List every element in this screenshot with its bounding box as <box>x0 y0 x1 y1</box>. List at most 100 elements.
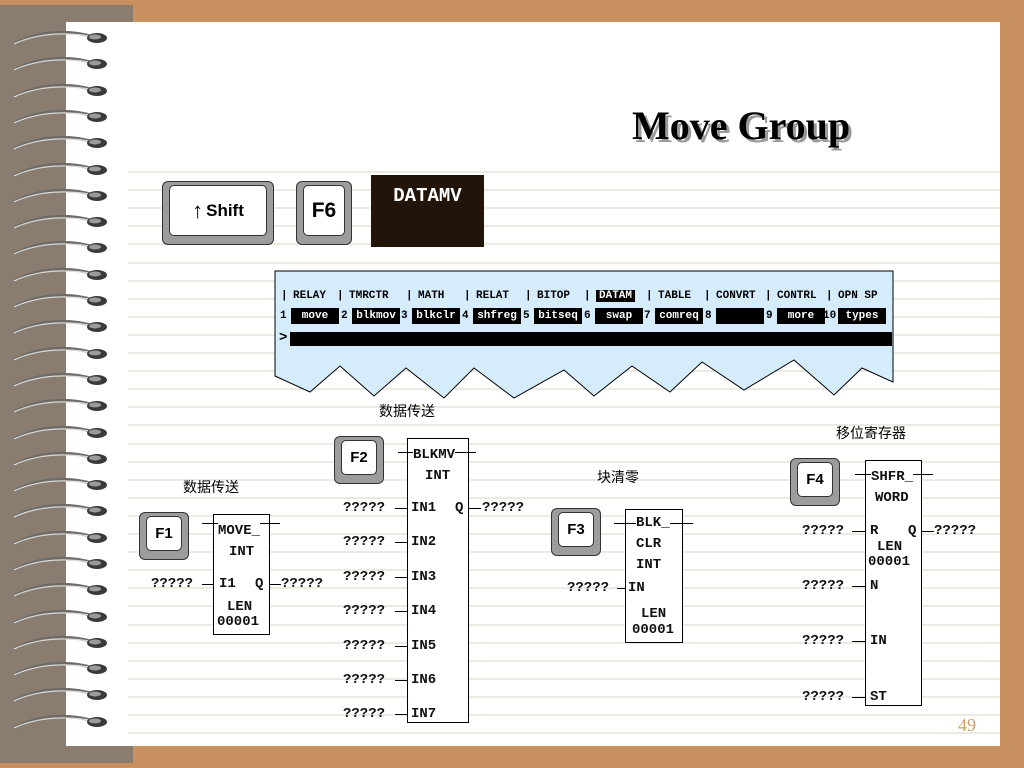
blkmv-input-label: IN7 <box>411 706 437 723</box>
blkclr-len-label: LEN <box>641 606 667 622</box>
menu-item-table[interactable]: TABLE <box>658 290 692 302</box>
blkmv-input-value: ????? <box>343 637 386 654</box>
softkey-bitseq[interactable]: bitseq <box>534 308 582 324</box>
blkmv-input-wire <box>395 542 407 544</box>
blkmv-input-label: IN1 <box>411 500 437 516</box>
shfr-type: WORD <box>875 490 909 506</box>
blkmv-output-label: Q <box>455 500 464 516</box>
blkmv-output-wire <box>469 508 481 509</box>
blkmv-input-label: IN4 <box>411 603 437 620</box>
blkmv-input-value: ????? <box>343 500 386 516</box>
move-input-wire <box>202 584 213 585</box>
softkey-number: 7 <box>644 310 651 322</box>
shift-key[interactable]: ↑ Shift <box>162 181 274 245</box>
move-name: MOVE_ <box>218 523 261 539</box>
shfr-len-value: 00001 <box>868 554 911 570</box>
f3-key-label: F3 <box>558 512 594 547</box>
shfr-output-value: ????? <box>934 523 977 539</box>
menu-item-datam[interactable]: DATAM <box>596 290 636 302</box>
shfr-in-wire <box>852 641 865 642</box>
blkmv-input-wire <box>395 714 407 716</box>
blkmv-input-value: ????? <box>343 603 386 620</box>
f1-key[interactable]: F1 <box>139 512 189 560</box>
blkmv-input-label: IN6 <box>411 672 437 688</box>
move-len-value: 00001 <box>217 614 260 630</box>
menu-item-relat[interactable]: RELAT <box>476 290 510 302</box>
f2-key[interactable]: F2 <box>334 436 384 484</box>
softkey-more[interactable]: more <box>777 308 825 324</box>
blkmv-input-value: ????? <box>343 568 386 585</box>
menu-prompt: > <box>279 330 288 346</box>
move-len-label: LEN <box>227 599 253 615</box>
menu-item-bitop[interactable]: BITOP <box>537 290 571 302</box>
label-data-transfer-top: 数据传送 <box>379 404 435 420</box>
shfr-r-wire <box>852 531 865 532</box>
shfr-st-value: ????? <box>802 689 845 705</box>
shfr-r-label: R <box>870 523 879 539</box>
shfr-name: SHFR_ <box>871 469 914 485</box>
move-output-value: ????? <box>281 576 324 592</box>
move-output-wire <box>270 584 281 585</box>
menu-separator: | <box>337 290 344 302</box>
shfr-len-label: LEN <box>877 539 903 555</box>
menu-item-convrt[interactable]: CONVRT <box>716 290 756 302</box>
datamv-label: DATAMV <box>371 175 484 247</box>
menu-separator: | <box>704 290 711 302</box>
blkclr-name-line2: CLR <box>636 536 662 552</box>
slide-title: Move Group <box>632 103 851 148</box>
blkmv-input-wire <box>395 680 407 681</box>
command-line[interactable] <box>290 332 892 346</box>
page-number: 49 <box>958 715 976 735</box>
f4-key[interactable]: F4 <box>790 458 840 506</box>
menu-item-math[interactable]: MATH <box>418 290 445 302</box>
softkey-number: 1 <box>280 310 287 322</box>
softkey-move[interactable]: move <box>291 308 339 324</box>
blkmv-input-value: ????? <box>343 706 386 723</box>
softkey-number: 9 <box>766 310 773 322</box>
shfr-function-block <box>865 460 922 706</box>
menu-separator: | <box>765 290 772 302</box>
menu-item-contrl[interactable]: CONTRL <box>777 290 817 302</box>
softkey-blank[interactable] <box>716 308 764 324</box>
move-input-value: ????? <box>151 576 194 592</box>
spiral-binding <box>13 30 107 730</box>
softkey-blkclr[interactable]: blkclr <box>412 308 460 324</box>
blkmv-input-wire <box>395 611 407 613</box>
blkclr-input-value: ????? <box>567 580 610 596</box>
label-data-transfer-left: 数据传送 <box>183 480 239 496</box>
softkey-number: 4 <box>462 310 469 322</box>
blkmv-type: INT <box>425 468 451 484</box>
shfr-n-label: N <box>870 578 879 594</box>
menu-separator: | <box>826 290 833 302</box>
blkclr-input-label: IN <box>628 580 645 596</box>
blkmv-input-wire <box>395 576 407 578</box>
blkclr-len-value: 00001 <box>632 622 675 638</box>
label-block-clear: 块清零 <box>597 470 639 486</box>
menu-separator: | <box>584 290 591 302</box>
shfr-in-label: IN <box>870 633 887 649</box>
softkey-shfreg[interactable]: shfreg <box>473 308 521 324</box>
shfr-st-label: ST <box>870 689 887 705</box>
menu-item-relay[interactable]: RELAY <box>293 290 327 302</box>
move-input-label: I1 <box>219 576 236 592</box>
shfr-output-wire <box>922 531 934 532</box>
shfr-st-wire <box>852 697 865 698</box>
softkey-swap[interactable]: swap <box>595 308 643 324</box>
menu-item-opn-sp[interactable]: OPN SP <box>838 290 878 302</box>
f3-key[interactable]: F3 <box>551 508 601 556</box>
f2-key-label: F2 <box>341 440 377 475</box>
f6-key[interactable]: F6 <box>296 181 352 245</box>
shfr-n-value: ????? <box>802 578 845 594</box>
softkey-number: 5 <box>523 310 530 322</box>
softkey-types[interactable]: types <box>838 308 886 324</box>
softkey-comreq[interactable]: comreq <box>655 308 703 324</box>
softkey-blkmov[interactable]: blkmov <box>352 308 400 324</box>
menu-item-tmrctr[interactable]: TMRCTR <box>349 290 389 302</box>
softkey-number: 6 <box>584 310 591 322</box>
blkmv-input-value: ????? <box>343 672 386 688</box>
f6-key-label: F6 <box>303 185 345 236</box>
shfr-n-wire <box>852 586 865 587</box>
blkmv-function-block <box>407 438 469 723</box>
softkey-number: 10 <box>823 310 837 322</box>
blkmv-output-value: ????? <box>482 500 525 516</box>
